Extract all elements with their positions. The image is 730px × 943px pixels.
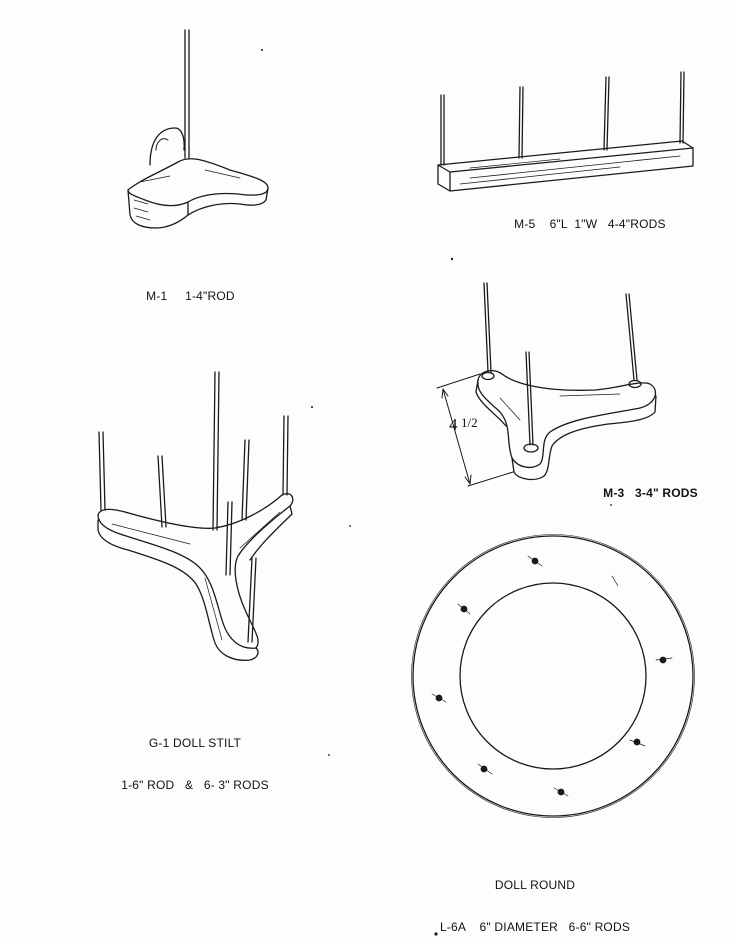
m1-description: 1-4"ROD	[185, 289, 235, 303]
g1-description: 1-6" ROD & 6- 3" RODS	[121, 778, 269, 792]
g1-doll-stilt-drawing	[98, 372, 293, 660]
g1-title: G-1 DOLL STILT	[148, 736, 242, 750]
l6a-title: DOLL ROUND	[494, 878, 576, 892]
l6a-description: L-6A 6" DIAMETER 6-6" RODS	[439, 920, 631, 934]
m3-label: M-3 3-4" RODS	[589, 472, 698, 514]
m1-label: M-1 1-4"ROD	[132, 275, 235, 317]
m3-description: 3-4" RODS	[635, 486, 698, 500]
m5-code: M-5	[514, 217, 536, 231]
m3-tripod-stand-drawing	[437, 283, 656, 486]
m1-code: M-1	[146, 289, 168, 303]
m5-label: M-5 6"L 1"W 4-4"RODS	[500, 203, 666, 245]
m3-dimension-whole: 4	[449, 415, 458, 434]
l6a-doll-round-drawing	[412, 535, 695, 818]
m3-dimension-fraction: 1/2	[461, 415, 478, 430]
m1-stand-drawing	[128, 30, 268, 228]
paper-specks	[261, 49, 612, 936]
l6a-label: DOLL ROUND L-6A 6" DIAMETER 6-6" RODS	[415, 850, 655, 943]
g1-label: G-1 DOLL STILT 1-6" ROD & 6- 3" RODS	[95, 708, 295, 820]
m5-bar-stand-drawing	[438, 72, 693, 191]
m3-code: M-3	[603, 486, 625, 500]
m5-description: 6"L 1"W 4-4"RODS	[549, 217, 666, 231]
